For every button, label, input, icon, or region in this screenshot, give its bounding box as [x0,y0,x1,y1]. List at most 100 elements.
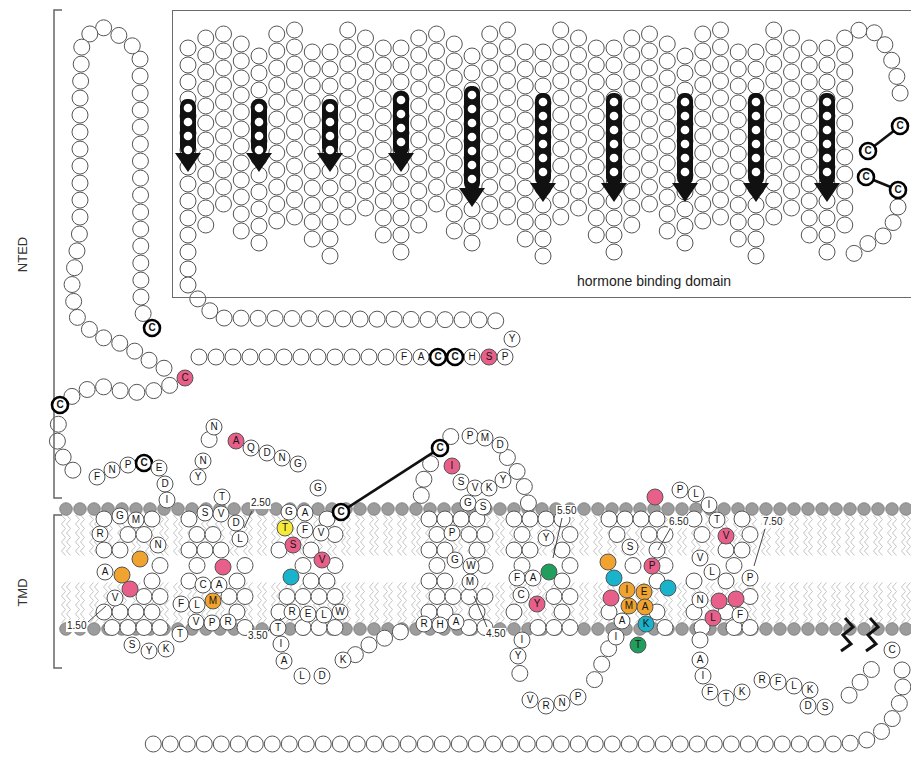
residue-letter: V [314,552,330,568]
residue-circle [695,128,711,144]
residue-circle [269,94,285,110]
residue-circle [705,610,721,626]
residue-circle [713,192,729,208]
residue-circle [884,711,900,727]
residue-circle [536,736,552,752]
residue-circle [475,499,491,515]
residue-circle [748,248,764,264]
residue-circle [553,56,569,72]
residue-circle [132,551,148,567]
residue-circle [522,542,538,558]
residue-circle [500,56,516,72]
domain-name: NTED [15,236,30,271]
residue-letter: I [619,582,635,598]
residue-circle [553,22,569,38]
residue-circle [269,60,285,76]
residue-circle [269,111,285,127]
residue-circle [237,558,253,574]
residue-circle [517,146,533,162]
residue-circle [801,159,817,175]
residue-circle [801,74,817,90]
residue-circle [136,455,152,471]
residue-circle [81,321,97,337]
residue-letter: D [800,698,816,714]
residue-circle [706,736,722,752]
residue-circle [416,471,432,487]
residue-letter: N [195,453,211,469]
residue-circle [692,550,708,566]
lipid-head [760,503,773,516]
residue-letter: N [104,462,120,478]
residue-circle [276,653,292,669]
residue-letter: V [107,590,123,606]
residue-letter: S [475,499,491,515]
lipid-head [354,623,367,636]
residue-circle [233,138,249,154]
residue-circle [482,128,498,144]
residue-letter: E [636,584,652,600]
residue-circle [72,90,88,106]
residue-circle [132,102,148,118]
residue-circle [477,527,493,543]
residue-circle [642,179,658,195]
residue-circle [322,61,338,77]
residue-circle [340,158,356,174]
beta-strand-arrow [175,99,201,172]
residue-circle [358,183,374,199]
residue-circle [300,606,316,622]
residue-circle [65,462,81,478]
residue-letter: D [259,445,275,461]
lipid-head [592,623,605,636]
residue-circle [460,495,476,511]
residue-letter: T [214,489,230,505]
residue-circle [136,527,152,543]
residue-circle [202,303,218,319]
residue-circle [695,94,711,110]
residue-circle [358,64,374,80]
residue-letter: A [614,613,630,629]
residue-circle [711,593,727,609]
residue-circle [606,74,622,90]
residue-circle [614,613,630,629]
residue-circle [659,138,675,154]
helix-position-number: 2.50 [250,497,271,509]
residue-circle [198,81,214,97]
residue-circle [233,206,249,222]
residue-circle [285,537,301,553]
residue-circle [145,736,161,752]
residue-circle [216,26,232,42]
residue-circle [492,437,508,453]
residue-circle [726,558,742,574]
lipid-tail [678,583,682,624]
residue-circle [617,511,633,527]
residue-circle [730,61,746,77]
residue-circle [517,112,533,128]
residue-circle [718,690,734,706]
residue-circle [233,53,249,69]
residue-circle [375,142,391,158]
lipid-tail [398,583,402,624]
residue-circle [885,215,901,231]
lipid-tail [62,583,66,624]
residue-circle [72,192,88,208]
residue-circle [463,558,479,574]
residue-circle [112,542,128,558]
residue-circle [588,210,604,226]
residue-circle [269,26,285,42]
residue-circle [366,736,382,752]
residue-circle [216,179,232,195]
residue-circle [344,349,360,365]
residue-circle [251,235,267,251]
residue-circle [535,44,551,60]
residue-circle [133,204,149,220]
lipid-tail [496,583,500,624]
residue-circle [689,736,705,752]
residue-circle [637,599,653,615]
residue-circle [606,570,622,586]
lipid-tail [356,583,360,624]
residue-circle [304,112,320,128]
residue-circle [624,200,640,216]
residue-letter: S [622,539,638,555]
residue-circle [701,497,717,513]
residue-circle [802,682,818,698]
